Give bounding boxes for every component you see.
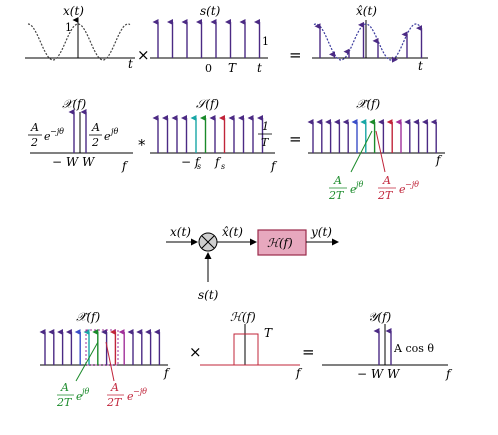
- xhat-t-label: x̂(t): [356, 4, 377, 18]
- s-t-label: s(t): [200, 4, 221, 18]
- X-f-axis-label: f: [121, 159, 129, 173]
- H-f-gain-label: T: [264, 326, 273, 340]
- row3-Xhat-axis-label: f: [163, 366, 171, 380]
- row3-Xhat-spectrum: 𝒳̂(f) f A 2T e jθ A 2T e −jθ: [39, 310, 171, 409]
- row3-red-A: A: [110, 381, 119, 394]
- S-f-neg-fs-sub: s: [197, 162, 201, 171]
- X-of-f-spectrum: 𝒳(f) A 2 e −jθ A 2 e jθ − W W f: [28, 97, 133, 173]
- row3-green-2T: 2T: [56, 396, 73, 409]
- x-t-axis-label: t: [128, 57, 133, 71]
- cosine-wave: [27, 23, 131, 61]
- convolution-symbol: *: [138, 136, 146, 154]
- block-diagram: x(t) s(t) x̂(t) ℋ(f) y(t): [166, 225, 339, 302]
- H-f-axis-label: f: [295, 366, 303, 380]
- row3-red-exp: −jθ: [133, 387, 147, 396]
- xhat-of-t-plot: x̂(t) t: [312, 4, 428, 73]
- S-f-axis-label: f: [270, 159, 278, 173]
- x-t-amplitude-label: 1: [65, 21, 72, 34]
- row3-green-exp: jθ: [80, 387, 89, 396]
- X-pos-A: A: [91, 121, 100, 134]
- S-f-T: T: [261, 136, 270, 149]
- s-t-zero-label: 0: [205, 62, 212, 75]
- row3-green-pointer: [75, 341, 99, 382]
- Y-f-amplitude-label: A cos θ: [393, 342, 434, 355]
- X-pos-2: 2: [91, 136, 99, 149]
- row3-Xhat-label: 𝒳̂(f): [76, 310, 100, 324]
- S-of-f-spectrum: 𝒮(f) − f s f s f 1 T: [150, 97, 278, 173]
- S-f-pos-fs-sub: s: [221, 162, 225, 171]
- xhat-t-impulses: [314, 21, 423, 63]
- block-mid-label: x̂(t): [222, 225, 243, 239]
- X-neg-2: 2: [30, 136, 38, 149]
- Y-of-f-spectrum: 𝒴(f) A cos θ − W W f: [322, 310, 453, 381]
- X-pos-exponent: jθ: [109, 127, 118, 136]
- Xhat-f-impulses: [307, 119, 437, 153]
- equals-symbol-row2: =: [289, 130, 302, 148]
- green-exponent: jθ: [354, 180, 363, 189]
- H-f-passband: [233, 333, 259, 366]
- xhat-t-axis-label: t: [418, 59, 423, 73]
- s-of-t-plot: s(t) 0 T t 1: [150, 4, 269, 75]
- S-f-impulses: [152, 115, 264, 153]
- Xhat-of-f-spectrum: 𝒳̂(f) f A 2T e jθ A 2T e −jθ: [307, 97, 445, 202]
- row3-red-e: e: [127, 390, 134, 403]
- x-t-label: x(t): [63, 4, 84, 18]
- row3-green-e: e: [76, 390, 83, 403]
- passband-window: [85, 329, 119, 366]
- s-t-impulses: [152, 19, 261, 58]
- sampled-cosine-envelope: [313, 23, 421, 61]
- red-e: e: [399, 183, 406, 196]
- row3-Xhat-impulses: [39, 329, 161, 365]
- block-input-label: x(t): [170, 225, 191, 239]
- filter-label: ℋ(f): [267, 236, 293, 250]
- green-A: A: [333, 174, 342, 187]
- green-pointer-line: [350, 130, 373, 173]
- Y-f-bandwidth-labels: − W W: [357, 367, 401, 381]
- red-pointer-line: [375, 130, 386, 173]
- H-of-f-filter: ℋ(f) T f: [200, 310, 303, 380]
- s-t-axis-label: t: [257, 61, 262, 75]
- X-pos-e: e: [104, 130, 111, 143]
- red-exponent: −jθ: [405, 180, 419, 189]
- equals-symbol-row1: =: [289, 46, 302, 64]
- green-e: e: [350, 183, 357, 196]
- H-f-label: ℋ(f): [230, 310, 256, 324]
- block-output-label: y(t): [310, 225, 332, 239]
- row3-green-A: A: [60, 381, 69, 394]
- S-f-pos-fs: f: [214, 155, 222, 169]
- s-t-period-label: T: [228, 61, 237, 75]
- X-neg-exponent: −jθ: [50, 127, 64, 136]
- red-A: A: [382, 174, 391, 187]
- X-neg-e: e: [44, 130, 51, 143]
- multiplier-cross-2: [201, 235, 215, 249]
- equals-symbol-row3: =: [302, 343, 315, 361]
- red-2T: 2T: [377, 189, 394, 202]
- S-f-one: 1: [262, 120, 269, 133]
- Y-f-label: 𝒴(f): [368, 310, 392, 324]
- green-2T: 2T: [328, 189, 345, 202]
- multiply-symbol-row1: ×: [137, 46, 150, 64]
- Xhat-f-axis-label: f: [435, 153, 443, 167]
- S-f-neg-fs: − f: [181, 155, 202, 169]
- block-carrier-label: s(t): [198, 288, 219, 302]
- Y-f-axis-label: f: [445, 367, 453, 381]
- Xhat-f-label: 𝒳̂(f): [356, 97, 380, 111]
- row3-red-pointer: [105, 341, 115, 382]
- S-f-label: 𝒮(f): [196, 97, 219, 111]
- X-neg-A: A: [30, 121, 39, 134]
- s-t-amplitude-label: 1: [262, 35, 269, 48]
- X-f-label: 𝒳(f): [62, 97, 86, 111]
- x-of-t-plot: x(t) 1 t: [25, 4, 135, 71]
- multiply-symbol-row3: ×: [189, 343, 202, 361]
- row3-red-2T: 2T: [106, 396, 123, 409]
- X-f-bandwidth-labels: − W W: [52, 155, 96, 169]
